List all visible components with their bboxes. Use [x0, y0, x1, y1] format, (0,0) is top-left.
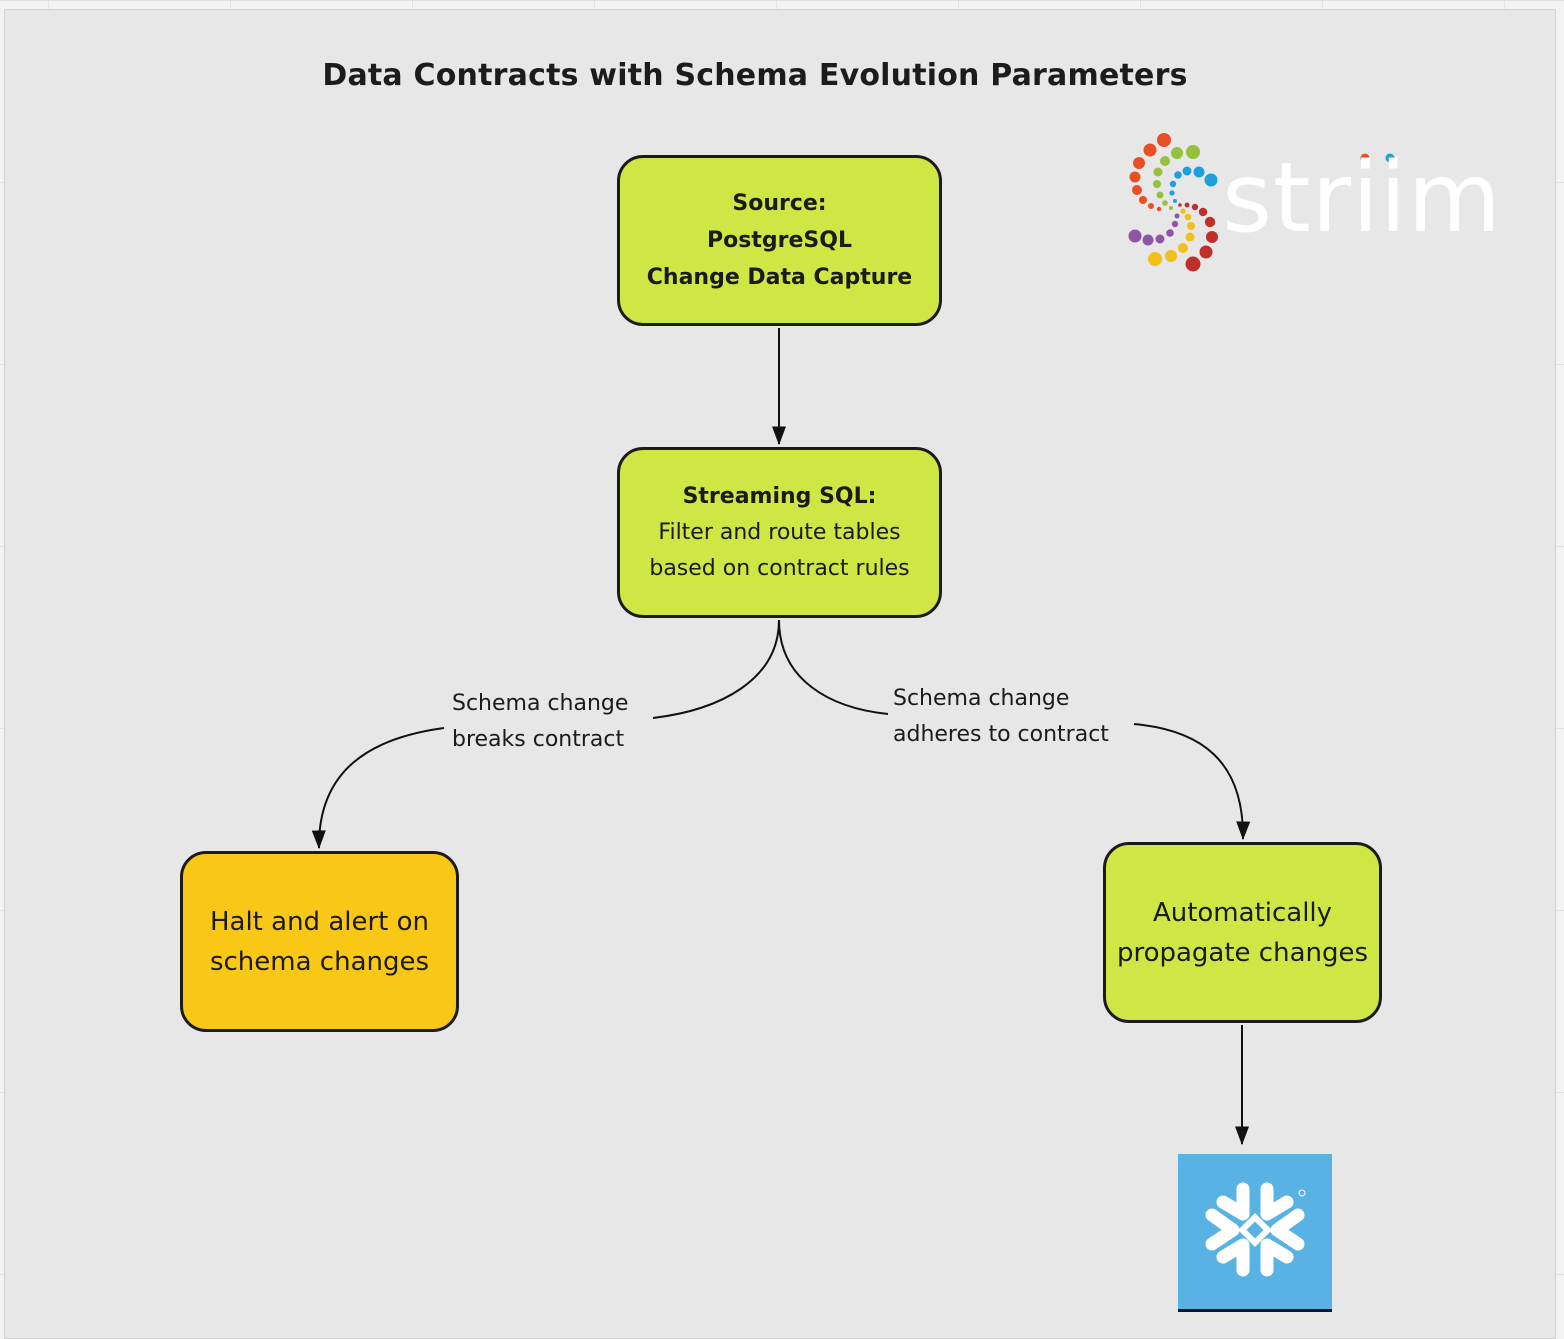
diagram-title: Data Contracts with Schema Evolution Par…	[322, 58, 1188, 93]
edge-streaming-sql-to-propagate-lower	[1133, 723, 1251, 841]
edge-label-adheres-to-contract: Schema change adheres to contract	[893, 686, 1109, 747]
node-halt-and-alert[interactable]: Halt and alert on schema changes	[180, 851, 459, 1032]
edge-streaming-sql-to-propagate-upper	[778, 619, 889, 715]
striim-logo-text: striim	[1222, 142, 1502, 254]
edge-label-breaks-contract: Schema change breaks contract	[452, 691, 629, 752]
edge-streaming-sql-to-halt-lower	[311, 727, 445, 850]
node-automatically-propagate[interactable]: Automatically propagate changes	[1103, 842, 1382, 1023]
node-target-snowflake[interactable]	[1178, 1154, 1332, 1312]
node-streaming-sql[interactable]: Streaming SQL: Filter and route tables b…	[617, 447, 942, 618]
snowflake-icon	[1205, 1182, 1306, 1277]
edge-streaming-sql-to-halt-upper	[652, 619, 780, 719]
node-source-postgresql-cdc[interactable]: Source: PostgreSQL Change Data Capture	[617, 155, 942, 326]
